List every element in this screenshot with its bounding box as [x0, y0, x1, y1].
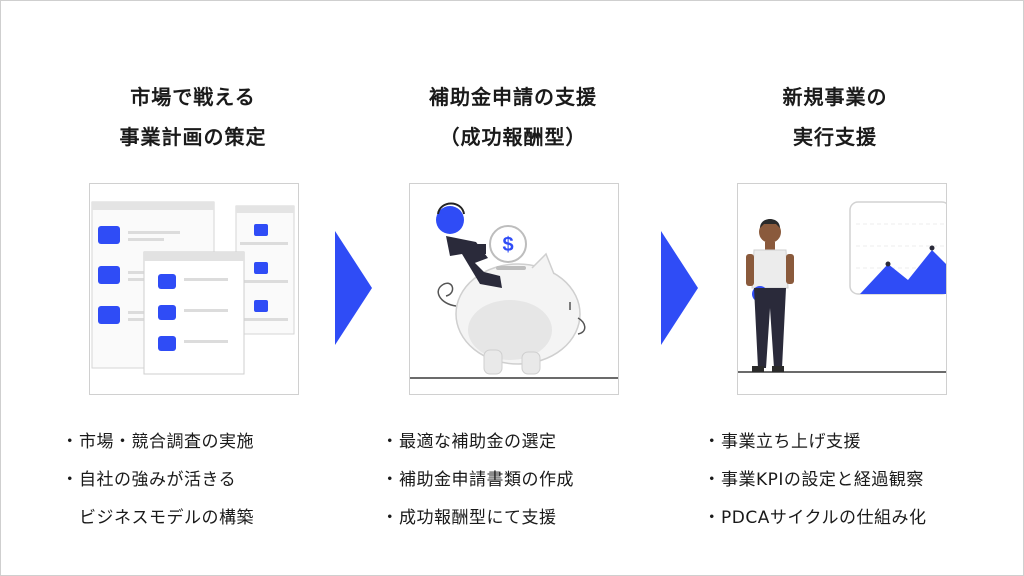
column-title-line2: （成功報酬型） — [439, 125, 587, 149]
arrow-right-icon — [335, 231, 372, 345]
list-item: ・補助金申請書類の作成 — [381, 461, 574, 499]
list-item: ・最適な補助金の選定 — [381, 423, 574, 461]
bullet-marker: ・ — [381, 508, 399, 528]
bullet-marker: ・ — [61, 470, 79, 490]
bullet-list: ・事業立ち上げ支援 ・事業KPIの設定と経過観察 ・PDCAサイクルの仕組み化 — [703, 423, 927, 537]
column-title-line1: 補助金申請の支援 — [429, 85, 597, 109]
bullet-marker: ・ — [61, 432, 79, 452]
column-title-line1: 新規事業の — [782, 85, 888, 109]
list-item: ・事業立ち上げ支援 — [703, 423, 927, 461]
list-item: ・自社の強みが活きる — [61, 461, 254, 499]
bullet-marker: ・ — [381, 470, 399, 490]
wireframe-windows-icon — [89, 183, 299, 395]
arrow-right-icon — [661, 231, 698, 345]
list-item: ・成功報酬型にて支援 — [381, 499, 574, 537]
bullet-list: ・最適な補助金の選定 ・補助金申請書類の作成 ・成功報酬型にて支援 — [381, 423, 574, 537]
column-title-line2: 事業計画の策定 — [119, 125, 267, 149]
bullet-marker: ・ — [703, 470, 721, 490]
column-title-line2: 実行支援 — [793, 125, 877, 149]
bullet-marker: ・ — [381, 432, 399, 452]
list-item-continuation: ビジネスモデルの構築 — [79, 508, 254, 528]
piggy-bank-coin-icon: $ — [409, 183, 619, 395]
bullet-marker: ・ — [703, 432, 721, 452]
list-item: ・事業KPIの設定と経過観察 — [703, 461, 927, 499]
column-title-line1: 市場で戦える — [130, 85, 256, 109]
list-item: ・PDCAサイクルの仕組み化 — [703, 499, 927, 537]
list-item: ・市場・競合調査の実施 — [61, 423, 254, 461]
dollar-symbol: $ — [502, 234, 513, 256]
person-growth-chart-icon — [737, 183, 947, 395]
bullet-list: ・市場・競合調査の実施 ・自社の強みが活きる ビジネスモデルの構築 — [61, 423, 254, 537]
bullet-marker: ・ — [703, 508, 721, 528]
